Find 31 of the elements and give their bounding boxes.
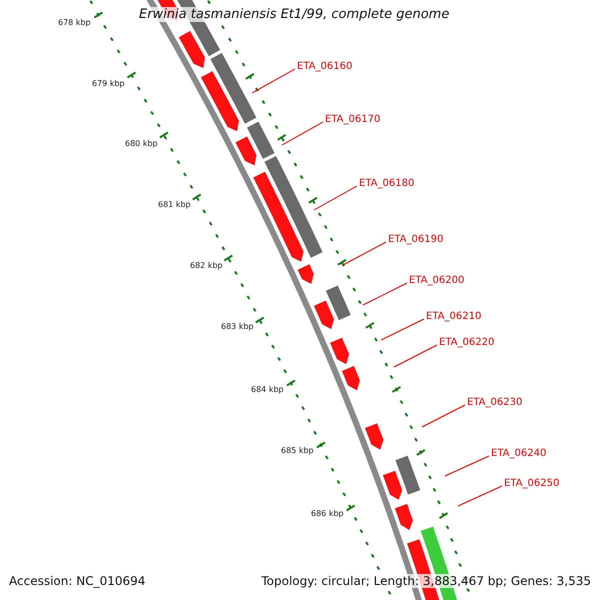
leader-line <box>444 456 490 476</box>
leader-line <box>314 186 358 210</box>
scale-label: 682 kbp <box>190 261 223 270</box>
gene-label: ETA_06230 <box>467 397 522 408</box>
gene-label: ETA_06220 <box>439 337 494 348</box>
leader-line <box>422 404 466 428</box>
gene-label: ETA_06240 <box>491 448 546 459</box>
scale-label: 681 kbp <box>158 200 191 209</box>
leader-line <box>282 122 324 146</box>
gene-label: ETA_06200 <box>409 275 464 286</box>
gene-label: ETA_06170 <box>325 114 380 125</box>
scale-label: 684 kbp <box>251 385 284 394</box>
gene-label: ETA_06160 <box>297 61 352 72</box>
scale-label: 685 kbp <box>281 446 314 455</box>
genome-stats-text: Topology: circular; Length: 3,883,467 bp; Genes: 3,535 <box>259 574 593 588</box>
leader-line <box>458 486 502 506</box>
leader-line <box>252 68 296 94</box>
scale-label: 683 kbp <box>221 322 254 331</box>
gene-label: ETA_06180 <box>359 178 414 189</box>
scale-label: 680 kbp <box>125 139 158 148</box>
gene-label: ETA_06210 <box>426 311 482 322</box>
scale-label: 678 kbp <box>58 18 91 27</box>
leader-line <box>342 242 386 266</box>
gene-label: ETA_06190 <box>388 234 444 245</box>
leader-line <box>380 318 424 340</box>
gene-label: ETA_06250 <box>504 478 560 489</box>
leader-line <box>394 344 438 368</box>
accession-text: Accession: NC_010694 <box>7 574 148 588</box>
scale-label: 686 kbp <box>311 509 344 518</box>
leader-line <box>362 282 408 306</box>
scale-label: 679 kbp <box>92 79 125 88</box>
